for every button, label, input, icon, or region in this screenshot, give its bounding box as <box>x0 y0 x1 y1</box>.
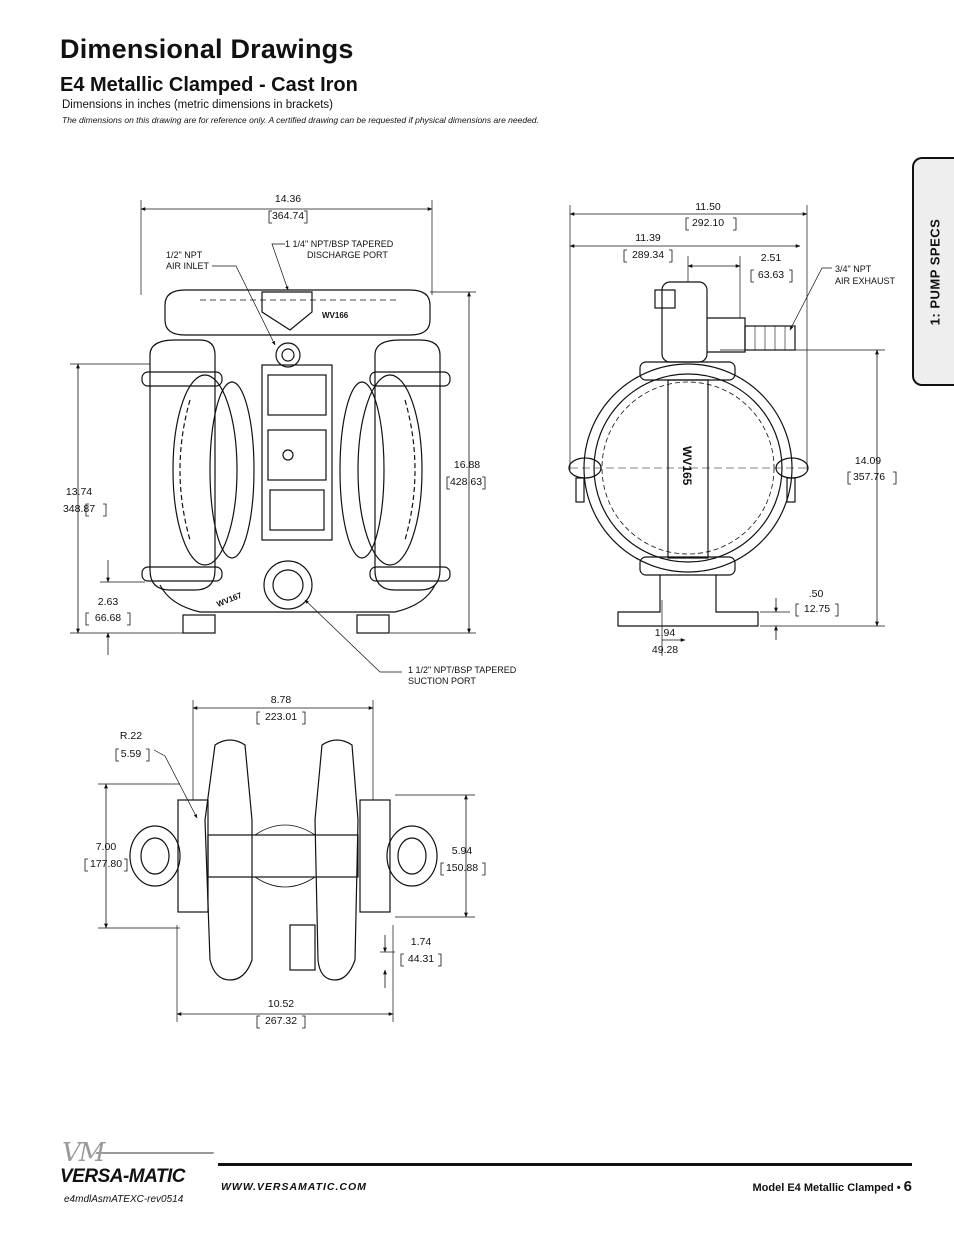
top-width-mm: 223.01 <box>265 711 297 723</box>
website-link[interactable]: WWW.VERSAMATIC.COM <box>221 1181 367 1193</box>
top-view <box>98 700 475 1022</box>
metric-brackets <box>84 210 897 1029</box>
air-inlet-size: 1/2" NPT <box>166 250 203 260</box>
front-left-height: 13.74 <box>66 486 92 498</box>
bottom-width-mm: 267.32 <box>265 1015 297 1027</box>
document-id: e4mdlAsmATEXC-rev0514 <box>64 1194 184 1205</box>
front-base: 2.63 <box>98 596 119 608</box>
logo-brand: VERSA-MATIC <box>60 1166 186 1187</box>
side-stamp: WV165 <box>680 446 694 486</box>
front-width-mm: 364.74 <box>272 210 304 222</box>
top-right-height: 5.94 <box>452 845 473 857</box>
exhaust-size: 3/4" NPT <box>835 264 872 274</box>
side-inner-mm: 289.34 <box>632 249 664 261</box>
front-left-height-mm: 348.87 <box>63 503 95 515</box>
port-width-mm: 49.28 <box>652 644 678 656</box>
front-stamp-bottom: WV167 <box>215 590 243 608</box>
front-right-height: 16.88 <box>454 459 480 471</box>
exhaust-offset-mm: 63.63 <box>758 269 784 281</box>
side-width: 11.50 <box>695 201 721 213</box>
disclaimer-note: The dimensions on this drawing are for r… <box>62 115 539 125</box>
footer-model: Model E4 Metallic Clamped • 6 <box>752 1178 912 1195</box>
page-title: Dimensional Drawings <box>60 34 354 64</box>
foot-height: .50 <box>809 588 824 600</box>
exhaust-label: AIR EXHAUST <box>835 276 896 286</box>
discharge-label: DISCHARGE PORT <box>307 250 388 260</box>
page-subtitle: E4 Metallic Clamped - Cast Iron <box>60 74 358 96</box>
top-width: 8.78 <box>271 694 292 706</box>
foot-height-mm: 12.75 <box>804 603 830 615</box>
logo-swoosh <box>91 1152 215 1160</box>
top-radius: R.22 <box>120 730 142 742</box>
page-number: 6 <box>903 1178 912 1195</box>
side-height: 14.09 <box>855 455 881 467</box>
section-tab[interactable]: 1: PUMP SPECS <box>912 157 954 386</box>
front-view <box>70 200 476 673</box>
versamatic-logo: VM VERSA-MATIC <box>58 1138 218 1190</box>
logo-mark: VM <box>62 1138 105 1168</box>
front-width: 14.36 <box>275 193 301 205</box>
top-left-height-mm: 177.80 <box>90 858 122 870</box>
top-radius-mm: 5.59 <box>121 748 142 760</box>
front-base-mm: 66.68 <box>95 612 121 624</box>
top-offset: 1.74 <box>411 936 432 948</box>
top-offset-mm: 44.31 <box>408 953 434 965</box>
top-left-height: 7.00 <box>96 841 117 853</box>
suction-label: SUCTION PORT <box>408 676 476 686</box>
top-right-height-mm: 150.88 <box>446 862 478 874</box>
port-width: 1.94 <box>655 627 676 639</box>
front-right-height-mm: 428.63 <box>450 476 482 488</box>
suction-size: 1 1/2" NPT/BSP TAPERED <box>408 665 517 675</box>
side-view <box>568 205 885 656</box>
discharge-size: 1 1/4" NPT/BSP TAPERED <box>285 239 394 249</box>
bottom-width: 10.52 <box>268 998 294 1010</box>
model-name: Model E4 Metallic Clamped • <box>752 1182 904 1194</box>
front-stamp: WV166 <box>322 311 349 320</box>
footer-rule <box>218 1163 912 1166</box>
exhaust-offset: 2.51 <box>761 252 782 264</box>
side-width-mm: 292.10 <box>692 217 724 229</box>
side-height-mm: 357.76 <box>853 471 885 483</box>
side-inner: 11.39 <box>635 232 661 244</box>
units-note: Dimensions in inches (metric dimensions … <box>62 99 333 111</box>
air-inlet-label: AIR INLET <box>166 261 210 271</box>
